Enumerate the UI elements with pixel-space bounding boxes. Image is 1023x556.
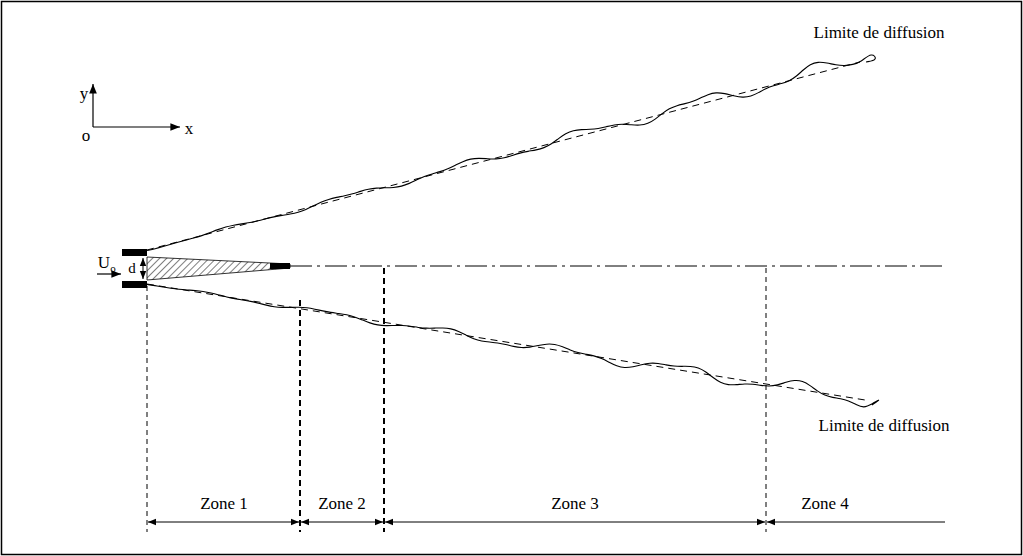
diffusion-boundary [147, 55, 875, 250]
nozzle-wall [122, 249, 147, 256]
axis-name: o [82, 127, 91, 144]
diameter-symbol: d [128, 261, 136, 276]
x-axis [93, 126, 180, 127]
core-tip [270, 263, 290, 269]
zone-separator [299, 300, 301, 532]
axis-name: x [185, 120, 194, 137]
zone-dimension [148, 522, 299, 523]
zone-dimension [767, 522, 945, 523]
zone-label: Zone 2 [318, 495, 366, 512]
nozzle-wall [122, 281, 147, 288]
zone-dimension [385, 522, 765, 523]
diffusion-boundary [147, 284, 879, 406]
velocity-subscript: o [110, 263, 116, 274]
inflow-arrow [97, 273, 121, 274]
potential-core [147, 257, 290, 280]
zone-dimension [301, 522, 383, 523]
axis-name: y [80, 85, 89, 102]
boundary-label: Limite de diffusion [814, 24, 945, 41]
mean-boundary [147, 284, 865, 400]
y-axis [92, 84, 93, 127]
zone-label: Zone 1 [200, 495, 248, 512]
zone-separator [383, 268, 385, 532]
axis-line [290, 266, 945, 267]
diameter-arrow [143, 258, 144, 279]
zone-separator [766, 268, 767, 532]
boundary-label: Limite de diffusion [819, 417, 950, 434]
zone-label: Zone 4 [801, 495, 849, 512]
zone-separator [147, 286, 148, 532]
zone-label: Zone 3 [551, 495, 599, 512]
velocity-symbol: U [98, 254, 110, 271]
